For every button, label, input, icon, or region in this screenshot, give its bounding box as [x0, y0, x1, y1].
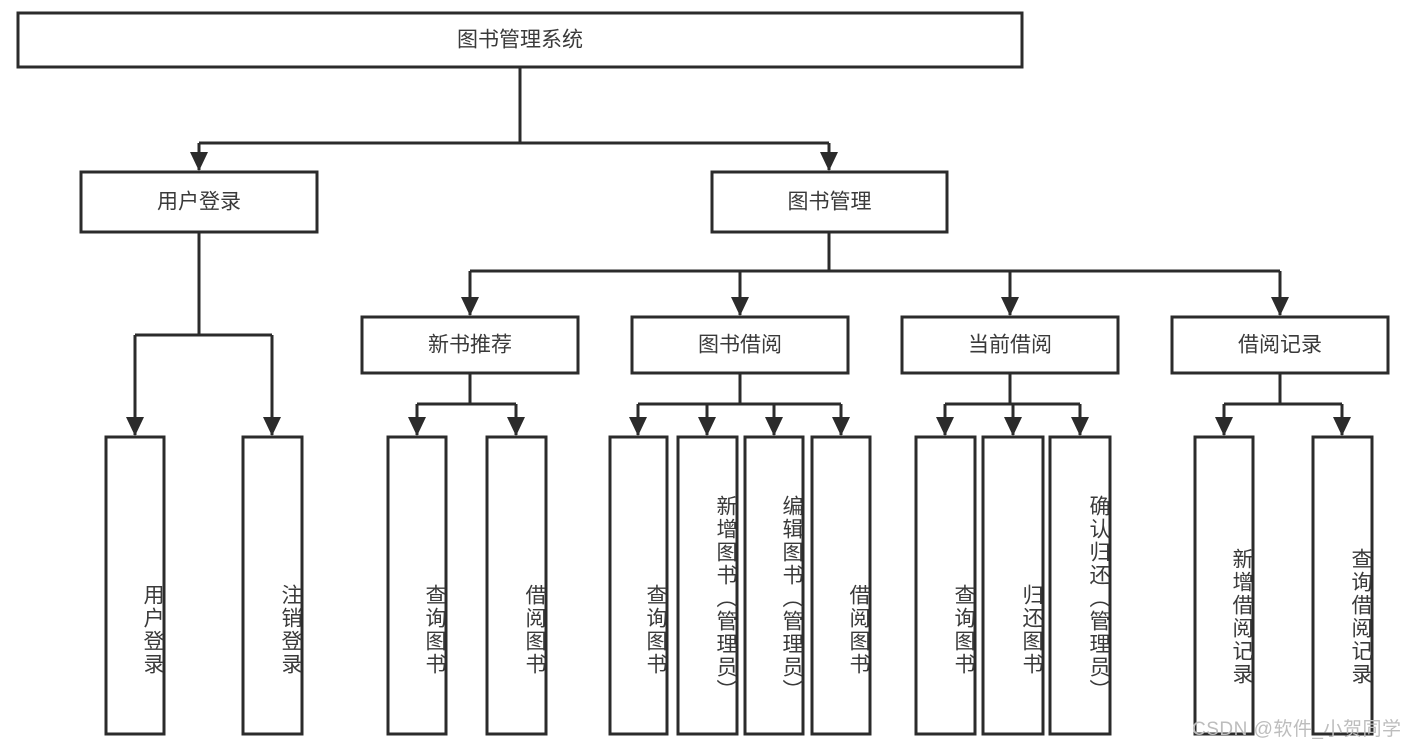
- arrow-head-1: [731, 297, 749, 316]
- connector-c-root-split: [190, 67, 838, 171]
- node-label-root: 图书管理系统: [457, 29, 583, 52]
- node-leaf-cur-confirm-return[interactable]: [1048, 435, 1112, 736]
- node-leaf-rec-add-record[interactable]: [1193, 435, 1255, 736]
- node-leaf-rec-query-record[interactable]: [1311, 435, 1374, 736]
- arrow-head-0: [126, 417, 144, 436]
- node-leaf-cur-return-book[interactable]: [981, 435, 1045, 736]
- node-box-leaf-user-login[interactable]: [104, 435, 166, 736]
- arrow-head-1: [507, 417, 525, 436]
- node-book-borrow[interactable]: 图书借阅: [630, 315, 850, 375]
- node-box-book-borrow[interactable]: [630, 315, 850, 375]
- arrow-head-0: [461, 297, 479, 316]
- arrow-head-0: [1215, 417, 1233, 436]
- connector-c-newbookrec-split: [408, 373, 525, 436]
- node-box-leaf-cur-return-book[interactable]: [981, 435, 1045, 736]
- arrow-head-2: [765, 417, 783, 436]
- arrow-head-1: [820, 152, 838, 171]
- node-box-leaf-borrow-borrow-book[interactable]: [810, 435, 872, 736]
- node-box-leaf-rec-query-record[interactable]: [1311, 435, 1374, 736]
- node-box-leaf-borrow-edit-book[interactable]: [743, 435, 805, 736]
- node-label-borrow-record: 借阅记录: [1238, 334, 1322, 357]
- arrow-head-1: [698, 417, 716, 436]
- connector-c-borrowrecord-split: [1215, 373, 1351, 436]
- node-leaf-user-logout[interactable]: [241, 435, 304, 736]
- connector-c-bookborrow-split: [629, 373, 850, 436]
- node-leaf-rec-query-book[interactable]: [386, 435, 448, 736]
- node-label-book-manage: 图书管理: [788, 191, 872, 214]
- arrow-head-2: [1071, 417, 1089, 436]
- node-box-leaf-cur-confirm-return[interactable]: [1048, 435, 1112, 736]
- node-leaf-borrow-add-book[interactable]: [676, 435, 739, 736]
- node-leaf-borrow-query-book[interactable]: [608, 435, 669, 736]
- node-box-user-login[interactable]: [79, 170, 319, 234]
- node-label-new-book-rec: 新书推荐: [428, 334, 512, 357]
- node-box-leaf-cur-query-book[interactable]: [914, 435, 977, 736]
- node-current-borrow[interactable]: 当前借阅: [900, 315, 1120, 375]
- arrow-head-3: [1271, 297, 1289, 316]
- arrow-head-1: [263, 417, 281, 436]
- node-label-user-login: 用户登录: [157, 191, 241, 214]
- node-borrow-record[interactable]: 借阅记录: [1170, 315, 1390, 375]
- node-leaf-rec-borrow-book[interactable]: [485, 435, 548, 736]
- node-box-leaf-rec-query-book[interactable]: [386, 435, 448, 736]
- arrow-head-2: [1001, 297, 1019, 316]
- connector-c-bookmanage-split: [461, 232, 1289, 316]
- node-box-new-book-rec[interactable]: [360, 315, 580, 375]
- arrow-head-3: [832, 417, 850, 436]
- node-leaf-cur-query-book[interactable]: [914, 435, 977, 736]
- arrow-head-1: [1333, 417, 1351, 436]
- node-box-leaf-rec-borrow-book[interactable]: [485, 435, 548, 736]
- node-box-current-borrow[interactable]: [900, 315, 1120, 375]
- arrow-head-0: [190, 152, 208, 171]
- arrow-head-0: [629, 417, 647, 436]
- node-label-book-borrow: 图书借阅: [698, 334, 782, 357]
- node-label-current-borrow: 当前借阅: [968, 334, 1052, 357]
- node-leaf-user-login[interactable]: [104, 435, 166, 736]
- node-box-leaf-user-logout[interactable]: [241, 435, 304, 736]
- arrow-head-0: [936, 417, 954, 436]
- connector-layer: [126, 67, 1351, 436]
- connector-c-currentborrow-split: [936, 373, 1089, 436]
- node-leaf-borrow-borrow-book[interactable]: [810, 435, 872, 736]
- node-box-borrow-record[interactable]: [1170, 315, 1390, 375]
- node-box-root[interactable]: [16, 11, 1024, 69]
- watermark-csdn: CSDN @软件_小贺同学: [1192, 719, 1402, 740]
- node-box-leaf-borrow-query-book[interactable]: [608, 435, 669, 736]
- node-box-leaf-rec-add-record[interactable]: [1193, 435, 1255, 736]
- node-new-book-rec[interactable]: 新书推荐: [360, 315, 580, 375]
- node-book-manage[interactable]: 图书管理: [710, 170, 949, 234]
- node-user-login[interactable]: 用户登录: [79, 170, 319, 234]
- node-root[interactable]: 图书管理系统: [16, 11, 1024, 69]
- arrow-head-1: [1004, 417, 1022, 436]
- node-leaf-borrow-edit-book[interactable]: [743, 435, 805, 736]
- node-box-leaf-borrow-add-book[interactable]: [676, 435, 739, 736]
- arrow-head-0: [408, 417, 426, 436]
- connector-c-userlogin-split: [126, 232, 281, 436]
- node-box-book-manage[interactable]: [710, 170, 949, 234]
